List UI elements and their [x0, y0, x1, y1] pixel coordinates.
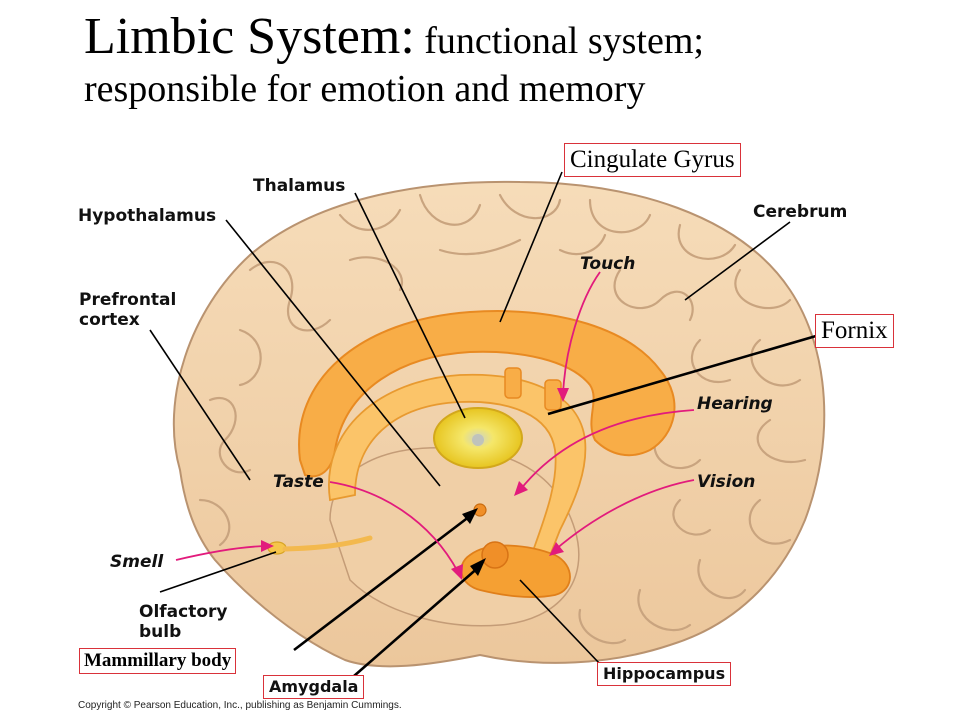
label-mammillary-body: Mammillary body: [79, 648, 237, 674]
label-hearing: Hearing: [697, 394, 773, 414]
mammillary-arrowhead: [462, 508, 478, 524]
label-fornix: Fornix: [815, 314, 894, 348]
title-subtitle-part1: functional system;: [414, 20, 704, 62]
sensory-arrowheads: [261, 388, 569, 580]
label-vision: Vision: [697, 472, 756, 492]
label-hypothalamus: Hypothalamus: [78, 206, 217, 226]
label-hippocampus: Hippocampus: [597, 662, 732, 686]
fornix-bridges: [504, 367, 562, 411]
label-taste: Taste: [273, 472, 324, 492]
label-olfactory-line2: bulb: [139, 622, 182, 643]
label-olfactory-bulb: Olfactory bulb: [139, 602, 228, 643]
slide-title: Limbic System: functional system; respon…: [84, 8, 944, 111]
label-prefrontal-line1: Prefrontal: [79, 290, 177, 310]
amygdala: [481, 541, 509, 569]
label-cerebrum: Cerebrum: [753, 202, 848, 222]
thalamus-center: [472, 434, 484, 446]
label-cingulate-gyrus: Cingulate Gyrus: [564, 143, 741, 177]
label-touch: Touch: [580, 254, 636, 274]
title-main: Limbic System:: [84, 8, 415, 65]
label-prefrontal-cortex: Prefrontal cortex: [79, 290, 176, 331]
leader-lines: [149, 171, 791, 665]
label-olfactory-line1: Olfactory: [139, 602, 228, 622]
sensory-arrows: [175, 271, 695, 573]
label-prefrontal-line2: cortex: [79, 310, 140, 331]
box-leader-lines: [293, 334, 817, 677]
title-subtitle-part2: responsible for emotion and memory: [84, 68, 646, 111]
label-smell: Smell: [110, 552, 164, 572]
cingulate-gyrus: [298, 310, 676, 478]
brain-sulci: [198, 193, 807, 645]
copyright-notice: Copyright © Pearson Education, Inc., pub…: [78, 700, 402, 711]
label-amygdala: Amygdala: [263, 675, 365, 699]
olfactory-tract: [282, 535, 373, 552]
amygdala-arrowhead: [470, 558, 486, 576]
label-thalamus: Thalamus: [253, 176, 346, 196]
